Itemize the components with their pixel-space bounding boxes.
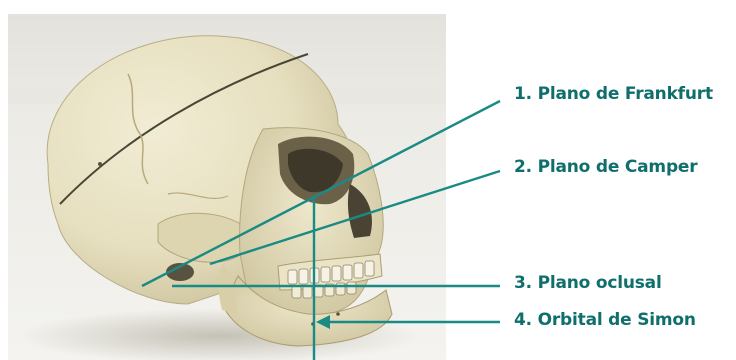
orbital-arrowhead [316, 315, 330, 329]
label-camper-plane: 2. Plano de Camper [514, 157, 697, 177]
camper-plane-line [210, 171, 500, 264]
label-frankfort-plane: 1. Plano de Frankfurt [514, 84, 713, 104]
frankfort-plane-line [142, 101, 500, 286]
label-simon-orbital: 4. Orbital de Simon [514, 310, 696, 330]
label-occlusal-plane: 3. Plano oclusal [514, 273, 662, 293]
